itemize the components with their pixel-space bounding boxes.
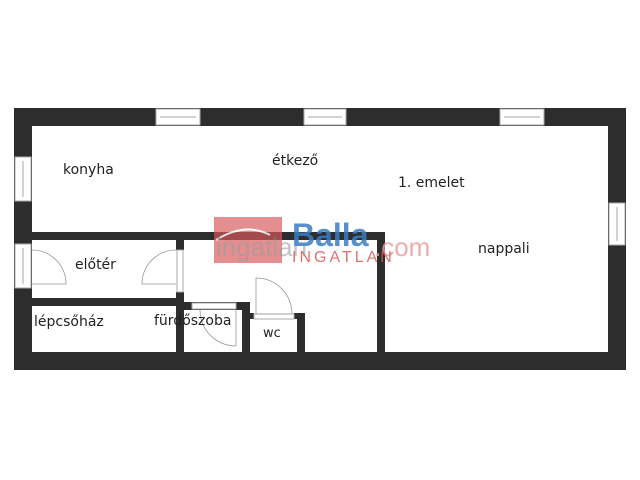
- wall-kitchen-hall: [32, 232, 385, 240]
- room-label-etkezo: étkező: [272, 153, 319, 169]
- wall-wc-top-l: [250, 313, 254, 319]
- wall-hall-lower: [176, 292, 184, 352]
- room-label-furdoszoba: fürdőszoba: [154, 313, 232, 329]
- watermark-sub: INGATLAN: [292, 249, 395, 266]
- door-swing: [31, 249, 67, 285]
- room-label-konyha: konyha: [63, 162, 114, 178]
- door-frame: [253, 313, 295, 320]
- wall-living-divider: [377, 232, 385, 352]
- door-frame: [191, 302, 237, 310]
- room-label-wc: wc: [263, 326, 281, 341]
- outer-wall-bottom: [14, 352, 626, 370]
- wall-wc-right: [297, 313, 305, 352]
- door-frame: [176, 249, 184, 293]
- watermark-left: ingatlan: [216, 232, 307, 262]
- wall-bath-wc: [242, 302, 250, 352]
- door-swings: [31, 249, 293, 347]
- floor-label: 1. emelet: [398, 175, 465, 191]
- room-label-nappali: nappali: [478, 241, 530, 257]
- logo-house-box: [214, 217, 282, 263]
- door-swing: [141, 249, 177, 285]
- watermark-logo: ingatlan Balla .com INGATLAN: [214, 217, 430, 266]
- watermark-brand: Balla: [292, 217, 369, 253]
- wall-stair: [32, 298, 176, 306]
- windows: [14, 108, 626, 320]
- wall-hall-upper: [176, 232, 184, 250]
- door-swing: [255, 277, 293, 315]
- room-label-eloter: előtér: [75, 257, 116, 273]
- logo-roof: [215, 228, 271, 241]
- watermark-right: .com: [374, 232, 430, 262]
- door-swing: [199, 309, 237, 347]
- outer-wall-left: [14, 108, 32, 370]
- wall-wc-top-r: [294, 313, 305, 319]
- room-label-lepcsohaz: lépcsőház: [34, 314, 104, 330]
